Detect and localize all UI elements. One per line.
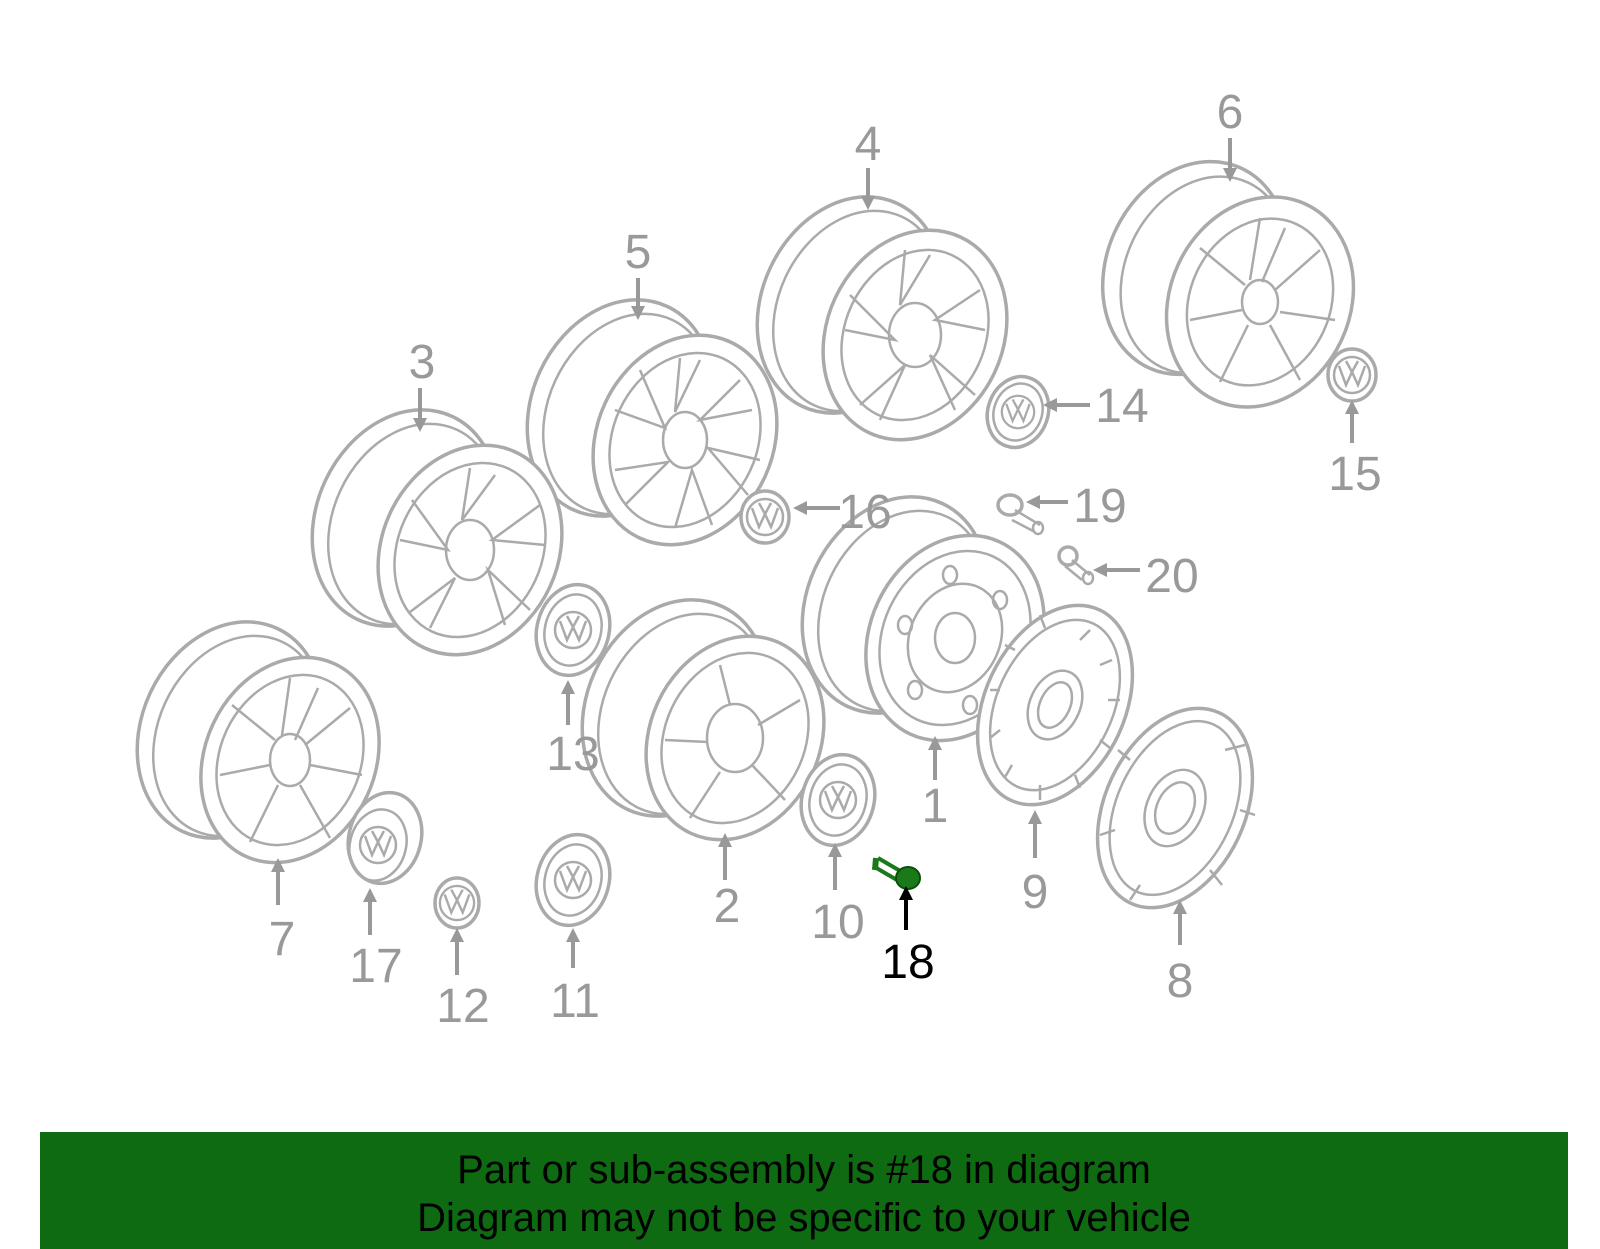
wheel-7[interactable]	[103, 591, 412, 892]
label-part-11[interactable]: 11	[550, 975, 600, 1028]
valve-stem-20[interactable]	[1057, 545, 1095, 586]
info-banner: Part or sub-assembly is #18 in diagram D…	[40, 1132, 1568, 1249]
wheel-bolt-18[interactable]	[871, 856, 921, 890]
center-cap-13[interactable]	[526, 576, 619, 684]
label-part-18[interactable]: 18	[881, 936, 934, 989]
center-cap-11[interactable]	[526, 826, 619, 934]
label-part-9[interactable]: 9	[1022, 866, 1049, 919]
wheel-bolt-19[interactable]	[996, 493, 1045, 536]
wheel-3[interactable]	[278, 379, 595, 685]
label-part-13[interactable]: 13	[546, 728, 599, 781]
wheel-4[interactable]	[723, 166, 1040, 470]
banner-line-2: Diagram may not be specific to your vehi…	[417, 1196, 1191, 1240]
hubcap-8[interactable]	[1067, 683, 1283, 932]
parts-diagram: 1 2 3 4 5 6 7 8 9 10 11 12 13 14 15 16 1…	[103, 86, 1387, 1033]
label-part-12[interactable]: 12	[436, 980, 489, 1033]
label-part-2[interactable]: 2	[714, 880, 741, 933]
center-cap-17[interactable]	[338, 784, 431, 892]
label-part-5[interactable]: 5	[625, 226, 652, 279]
label-part-14[interactable]: 14	[1095, 380, 1148, 433]
wheel-6[interactable]	[1069, 131, 1387, 438]
part-labels: 1 2 3 4 5 6 7 8 9 10 11 12 13 14 15 16 1…	[269, 86, 1382, 1033]
center-cap-16[interactable]	[739, 489, 791, 545]
center-cap-15[interactable]	[1326, 347, 1378, 403]
label-part-10[interactable]: 10	[811, 896, 864, 949]
label-part-20[interactable]: 20	[1145, 550, 1198, 603]
leader-arrows	[271, 138, 1359, 975]
label-part-7[interactable]: 7	[269, 913, 296, 966]
label-part-19[interactable]: 19	[1073, 480, 1126, 533]
banner-line-1: Part or sub-assembly is #18 in diagram	[457, 1148, 1151, 1192]
label-part-17[interactable]: 17	[349, 940, 402, 993]
center-cap-10[interactable]	[791, 746, 884, 854]
wheel-5[interactable]	[493, 269, 810, 575]
label-part-3[interactable]: 3	[409, 336, 436, 389]
center-cap-14[interactable]	[977, 368, 1058, 456]
label-part-1[interactable]: 1	[922, 780, 949, 833]
label-part-8[interactable]: 8	[1167, 955, 1194, 1008]
hubcap-9[interactable]	[947, 580, 1163, 829]
label-part-4[interactable]: 4	[855, 118, 882, 171]
label-part-16[interactable]: 16	[838, 486, 891, 539]
label-part-6[interactable]: 6	[1217, 86, 1244, 139]
center-cap-12[interactable]	[433, 876, 481, 930]
label-part-15[interactable]: 15	[1328, 448, 1381, 501]
wheel-2[interactable]	[548, 569, 856, 869]
